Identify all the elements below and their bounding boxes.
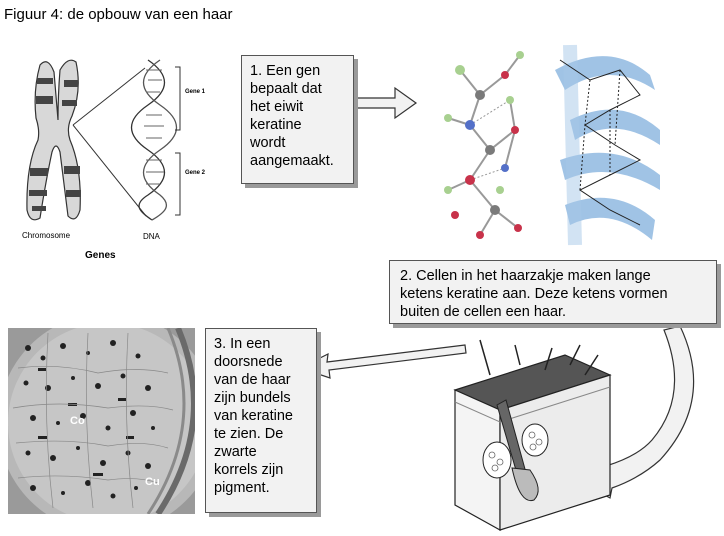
callout-3-line: van keratine: [214, 408, 293, 424]
callout-2-line: buiten de cellen een haar.: [400, 304, 567, 320]
chromosome-label: Chromosome: [22, 231, 71, 240]
hair-cross-section-micrograph: Co Cu: [8, 328, 195, 514]
callout-1-line: keratine: [250, 117, 302, 133]
dna-label: DNA: [143, 232, 161, 241]
callout-step-1: 1. Een gen bepaalt dat het eiwit keratin…: [241, 55, 354, 184]
callout-1-line: wordt: [250, 135, 286, 151]
gene2-bracket: [175, 152, 181, 216]
callout-step-2: 2. Cellen in het haarzakje maken lange k…: [389, 260, 717, 324]
callout-3-line: zijn bundels: [214, 390, 291, 406]
alpha-helix-ribbon: [555, 44, 660, 246]
keratin-molecule-model: [444, 51, 524, 239]
gene1-label: Gene 1: [185, 89, 206, 95]
arrow-to-callout3: [298, 344, 467, 379]
callout-1-line: 1. Een gen: [250, 63, 321, 79]
figure-title: Figuur 4: de opbouw van een haar: [4, 6, 233, 23]
callout-3-line: pigment.: [214, 480, 270, 496]
cu-label: Cu: [145, 476, 160, 488]
co-label: Co: [70, 415, 85, 427]
callout-2-line: ketens keratine aan. Deze ketens vormen: [400, 286, 668, 302]
gene2-label: Gene 2: [185, 170, 206, 176]
callout-step-3: 3. In een doorsnede van de haar zijn bun…: [205, 328, 317, 513]
arrow-to-molecule: [355, 86, 418, 120]
genes-label: Genes: [85, 250, 116, 261]
callout-2-line: 2. Cellen in het haarzakje maken lange: [400, 268, 651, 284]
callout-3-line: zwarte: [214, 444, 257, 460]
dna-helix-illustration: [131, 59, 177, 221]
gene1-bracket: [175, 66, 181, 131]
callout-3-line: doorsnede: [214, 354, 283, 370]
callout-3-line: korrels zijn: [214, 462, 284, 478]
callout-1-line: het eiwit: [250, 99, 304, 115]
callout-1-line: aangemaakt.: [250, 153, 334, 169]
callout-3-line: van de haar: [214, 372, 291, 388]
skin-hair-follicle-illustration: [453, 339, 612, 532]
callout-1-line: bepaalt dat: [250, 81, 322, 97]
chromosome-illustration: [26, 59, 147, 221]
callout-3-line: 3. In een: [214, 336, 271, 352]
callout-3-line: te zien. De: [214, 426, 284, 442]
